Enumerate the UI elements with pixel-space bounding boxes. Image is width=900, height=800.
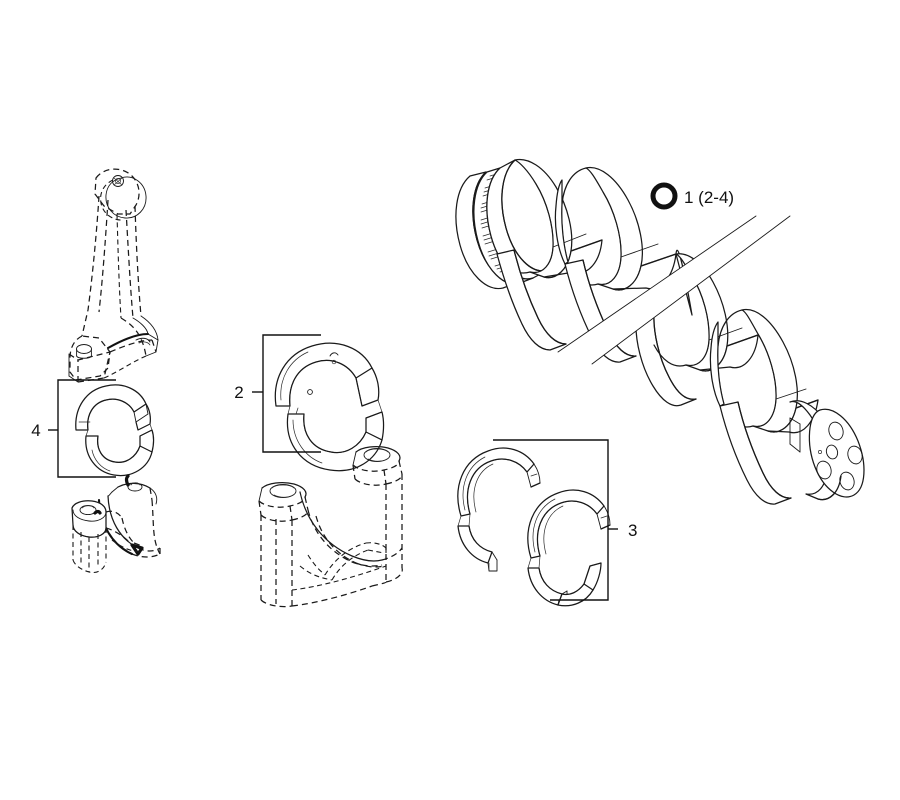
callout-3-label: 3 bbox=[628, 521, 637, 540]
callout-2-label: 2 bbox=[234, 383, 243, 402]
callout-4-bracket bbox=[48, 379, 116, 478]
callout-1-marker bbox=[650, 182, 678, 210]
thrust-washer-upper bbox=[457, 447, 541, 572]
connecting-rod-cap bbox=[71, 474, 161, 574]
callout-1-label: 1 (2-4) bbox=[684, 188, 734, 207]
main-bearing-shells bbox=[274, 342, 385, 472]
break-line bbox=[557, 215, 791, 365]
connecting-rod-bearing-shells bbox=[75, 384, 155, 477]
main-bearing-cap bbox=[258, 446, 403, 608]
connecting-rod bbox=[68, 168, 159, 383]
crankshaft bbox=[455, 158, 865, 505]
callout-2-bracket bbox=[252, 334, 321, 453]
callout-4-label: 4 bbox=[31, 421, 40, 440]
callout-3-bracket bbox=[493, 439, 618, 601]
